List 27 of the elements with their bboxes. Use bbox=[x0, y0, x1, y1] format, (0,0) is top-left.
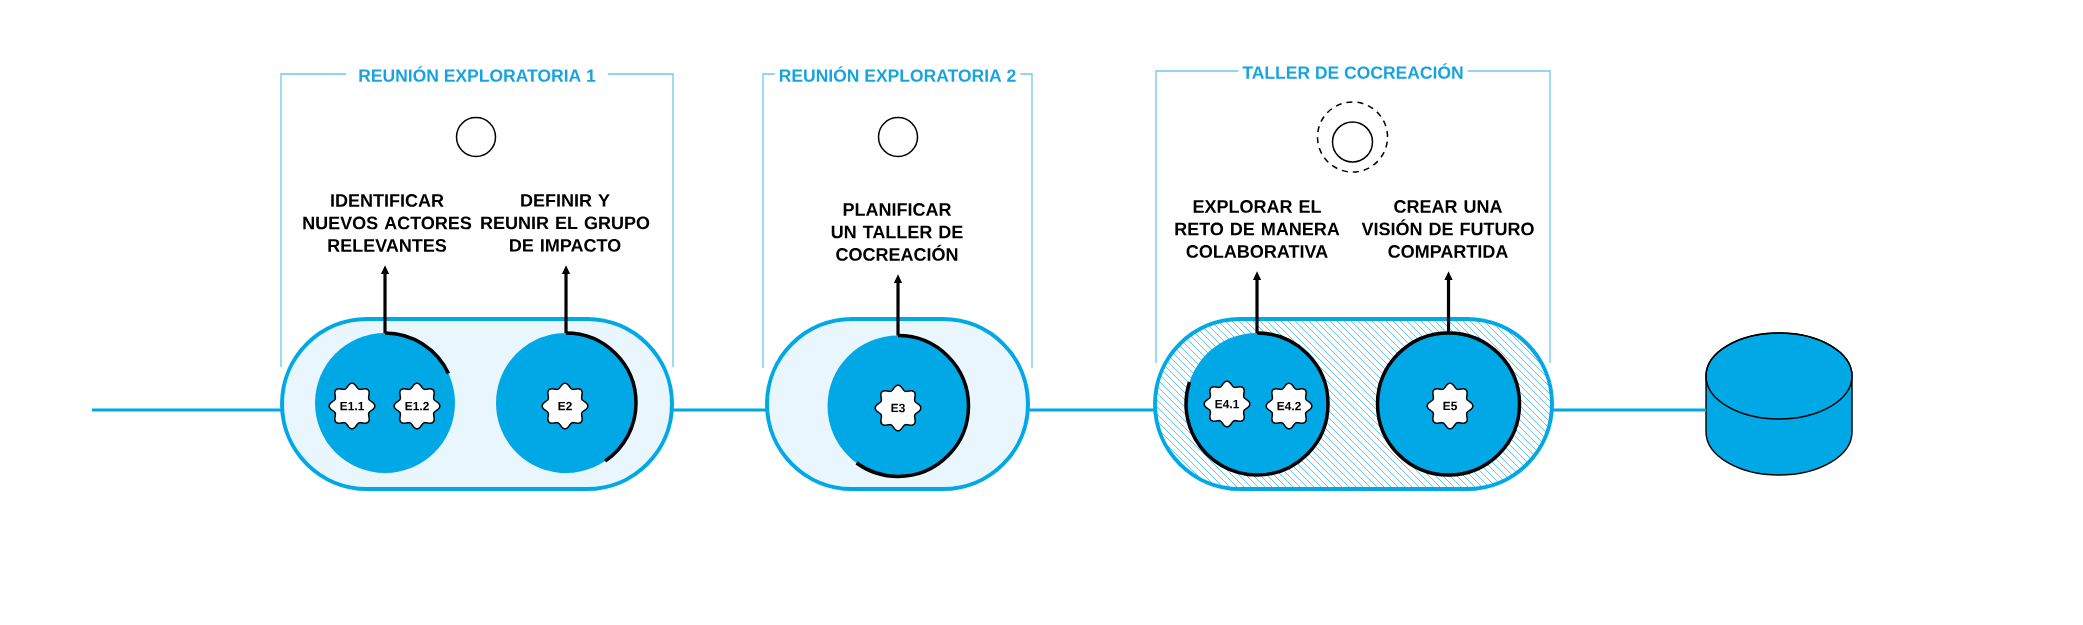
scalloped-badge: E3 bbox=[874, 384, 922, 432]
step-label: IDENTIFICAR NUEVOS ACTORES RELEVANTES bbox=[303, 194, 472, 252]
empty-circle bbox=[455, 116, 497, 158]
empty-circle bbox=[1331, 121, 1374, 163]
step-label: EXPLORAR EL RETO DE MANERA COLABORATIVA bbox=[1175, 200, 1340, 258]
empty-circle bbox=[877, 116, 919, 158]
connector-line bbox=[672, 408, 767, 412]
scalloped-badge: E5 bbox=[1426, 382, 1474, 430]
node-label: TALLER DE COCREACIÓN bbox=[1242, 63, 1463, 79]
scalloped-badge: E1.2 bbox=[393, 382, 441, 430]
node-label: REUNIÓN EXPLORATORIA 1 bbox=[359, 66, 596, 82]
step-label: DEFINIR Y REUNIR EL GRUPO DE IMPACTO bbox=[481, 194, 650, 252]
step-label: PLANIFICAR UN TALLER DE COCREACIÓN bbox=[831, 203, 963, 261]
filled-circle bbox=[827, 335, 969, 477]
scalloped-badge: E4.1 bbox=[1203, 380, 1251, 428]
scalloped-badge: E2 bbox=[541, 382, 589, 430]
connector-line bbox=[1552, 408, 1706, 412]
node-label: REUNIÓN EXPLORATORIA 2 bbox=[779, 66, 1016, 82]
filled-circle bbox=[1375, 331, 1522, 477]
scalloped-badge: E1.1 bbox=[328, 382, 376, 430]
connector-line bbox=[92, 408, 282, 412]
connector-line bbox=[1028, 408, 1155, 412]
filled-circle bbox=[496, 333, 636, 473]
cylinder bbox=[1705, 332, 1853, 476]
dashed-circle bbox=[1316, 101, 1389, 173]
scalloped-badge: E4.2 bbox=[1265, 382, 1313, 430]
step-label: CREAR UNA VISIÓN DE FUTURO COMPARTIDA bbox=[1361, 200, 1534, 258]
